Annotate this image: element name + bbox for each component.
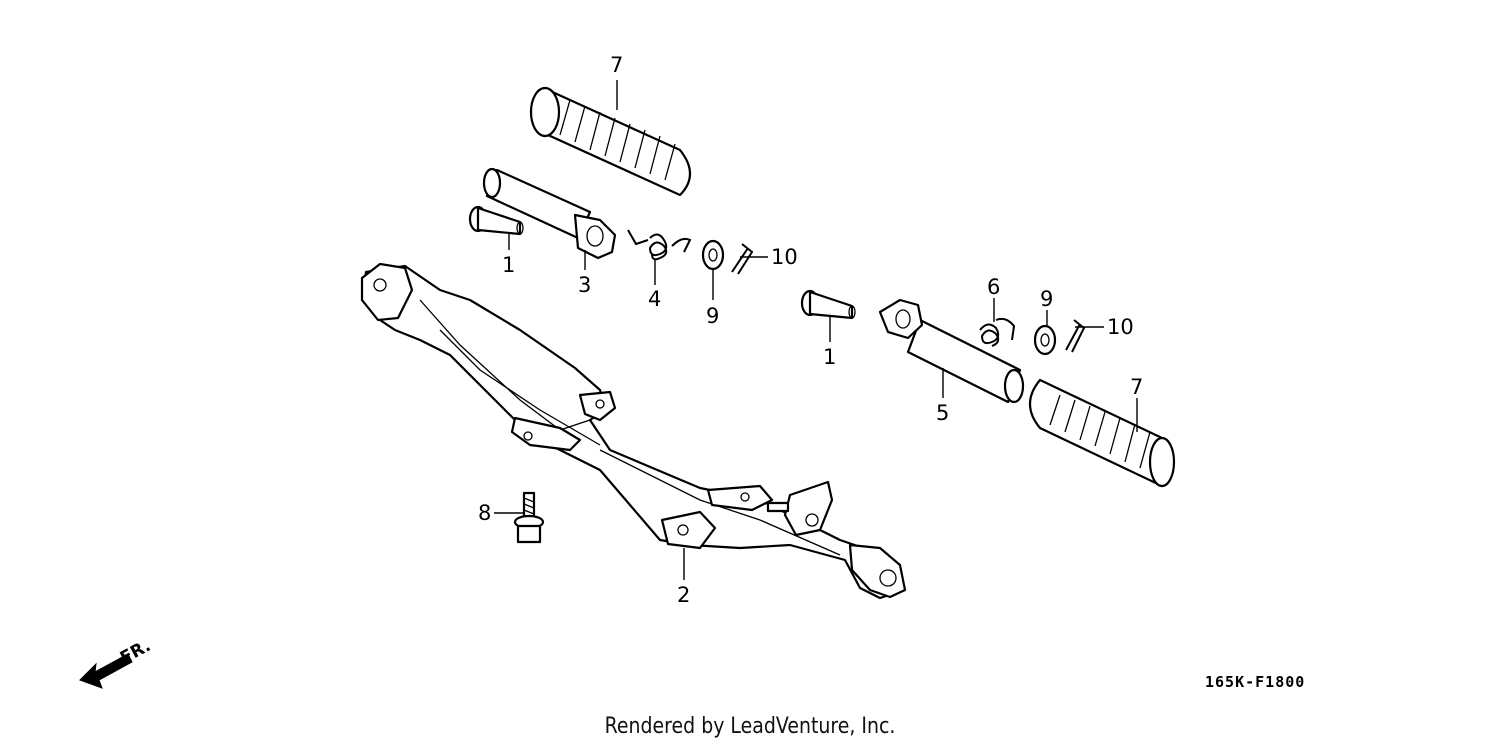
step-pin-right[interactable] <box>800 289 856 320</box>
callout-7-upper: 7 <box>610 53 623 77</box>
callout-5: 5 <box>936 401 949 425</box>
callout-7-lower: 7 <box>1130 375 1143 399</box>
callout-4: 4 <box>648 287 661 311</box>
callout-6: 6 <box>987 275 1000 299</box>
callout-9-right: 9 <box>1040 287 1053 311</box>
callout-10-right: 10 <box>1107 315 1134 339</box>
cotter-pin-right[interactable] <box>1065 319 1086 353</box>
step-arm-left[interactable] <box>482 167 617 260</box>
step-bar-part[interactable] <box>360 262 907 600</box>
flange-bolt[interactable] <box>513 491 545 544</box>
washer-right[interactable] <box>1033 324 1057 356</box>
callout-9-left: 9 <box>706 304 719 328</box>
callout-1-right: 1 <box>823 345 836 369</box>
step-rubber-upper[interactable] <box>529 86 692 197</box>
leader-lines <box>494 80 1138 580</box>
callout-3: 3 <box>578 273 591 297</box>
callout-2: 2 <box>677 583 690 607</box>
callout-8: 8 <box>478 501 491 525</box>
callout-1-left: 1 <box>502 253 515 277</box>
step-rubber-lower[interactable] <box>1028 378 1176 488</box>
step-pin-left[interactable] <box>468 205 524 236</box>
step-arm-right[interactable] <box>878 298 1025 404</box>
render-credit: Rendered by LeadVenture, Inc. <box>604 714 896 739</box>
figure-code: 165K-F1800 <box>1205 673 1306 691</box>
callouts: 7 1 3 4 9 10 1 5 6 9 10 7 8 2 <box>478 53 1143 607</box>
callout-10-left: 10 <box>771 245 798 269</box>
front-direction-arrow: FR. <box>79 636 154 689</box>
spring-left[interactable] <box>627 229 692 261</box>
washer-left[interactable] <box>701 239 725 271</box>
spring-right[interactable] <box>979 317 1016 347</box>
cotter-pin-left[interactable] <box>731 243 754 275</box>
